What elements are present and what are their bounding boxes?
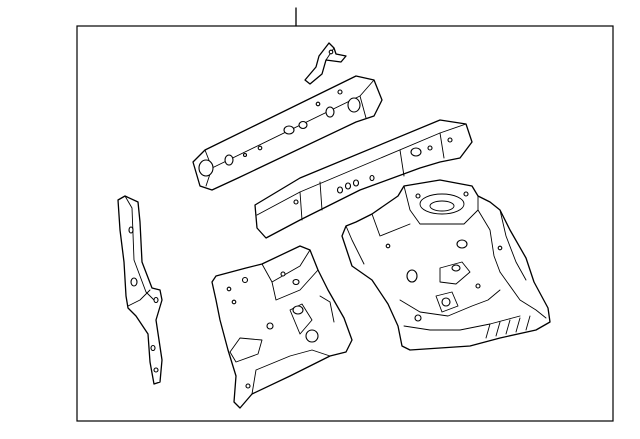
front-pillar-brace: [117, 195, 163, 385]
diagram-frame: [76, 25, 614, 422]
wheelhouse-strut-tower: [341, 179, 551, 351]
side-member-rail: [254, 119, 473, 239]
front-side-member-bracket: [304, 42, 347, 85]
upper-rail-reinforcement: [192, 75, 383, 191]
lower-dash-apron-panel: [211, 245, 353, 409]
